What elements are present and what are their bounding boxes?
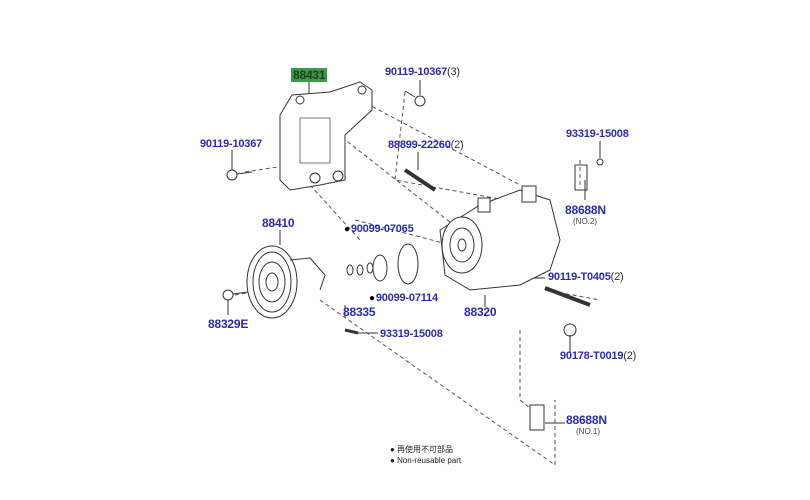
part-label-88335[interactable]: 88335 xyxy=(343,305,376,319)
part-qty: (2) xyxy=(450,139,464,151)
part-label-screw-bottom[interactable]: 93319-15008 xyxy=(380,328,443,340)
oring-90099-07114 xyxy=(397,243,419,285)
clip-no2 xyxy=(574,164,588,191)
part-note-clip-no1: (NO.1) xyxy=(576,427,600,436)
stud xyxy=(403,168,437,192)
legend-text: Non-reusable part xyxy=(397,456,462,465)
part-number: 88899-22260 xyxy=(388,139,451,151)
oring-90099-07065 xyxy=(372,254,388,282)
screw-bottom xyxy=(344,328,359,335)
part-label-oring-1[interactable]: ●90099-07065 xyxy=(344,223,414,235)
clutch-pulley-88410 xyxy=(246,245,326,319)
part-label-clip-no1[interactable]: 88688N xyxy=(566,413,607,427)
clutch-bolt xyxy=(222,289,249,301)
part-label-88320[interactable]: 88320 xyxy=(464,305,497,319)
part-label-bolt-left[interactable]: 90119-10367 xyxy=(200,138,263,150)
part-number: 90099-07065 xyxy=(350,223,414,235)
bolt-top xyxy=(404,90,426,107)
part-label-bolt-top[interactable]: 90119-10367(3) xyxy=(385,66,460,78)
part-label-clip-no2[interactable]: 88688N xyxy=(565,203,606,217)
legend-text: 再使用不可部品 xyxy=(397,445,454,454)
part-label-stud[interactable]: 88899-22260(2) xyxy=(388,139,464,151)
part-number: 90119-10367 xyxy=(385,66,448,78)
part-label-screw-right[interactable]: 93319-15008 xyxy=(566,128,629,140)
part-qty: (3) xyxy=(447,66,460,78)
part-qty: (2) xyxy=(623,350,637,362)
part-qty: (2) xyxy=(610,271,624,283)
legend-en: ● Non-reusable part xyxy=(390,456,461,465)
part-label-88410[interactable]: 88410 xyxy=(262,216,295,230)
non-reusable-dot-icon: ● xyxy=(344,224,350,235)
screw-right xyxy=(596,158,604,166)
non-reusable-dot-icon: ● xyxy=(390,445,398,454)
part-number: 90178-T0019 xyxy=(560,350,624,362)
clip-no1 xyxy=(529,404,545,431)
part-label-oring-2[interactable]: ●90099-07114 xyxy=(369,292,438,304)
compressor-88320 xyxy=(439,185,561,291)
non-reusable-dot-icon: ● xyxy=(369,293,375,304)
part-label-bolt-right[interactable]: 90119-T0405(2) xyxy=(548,271,624,283)
part-number: 90119-T0405 xyxy=(548,271,611,283)
part-note-clip-no2: (NO.2) xyxy=(573,217,597,226)
part-label-88431[interactable]: 88431 xyxy=(291,68,328,82)
collar xyxy=(563,323,577,337)
legend-jp: ● 再使用不可部品 xyxy=(390,444,453,455)
shims-88335 xyxy=(346,262,374,276)
part-label-88329e[interactable]: 88329E xyxy=(208,317,249,331)
non-reusable-dot-icon: ● xyxy=(390,456,398,465)
bracket-88431 xyxy=(279,81,373,191)
bolt-left xyxy=(226,169,253,181)
part-label-collar[interactable]: 90178-T0019(2) xyxy=(560,350,636,362)
part-number: 90099-07114 xyxy=(375,292,438,304)
bolt-right xyxy=(544,286,591,307)
